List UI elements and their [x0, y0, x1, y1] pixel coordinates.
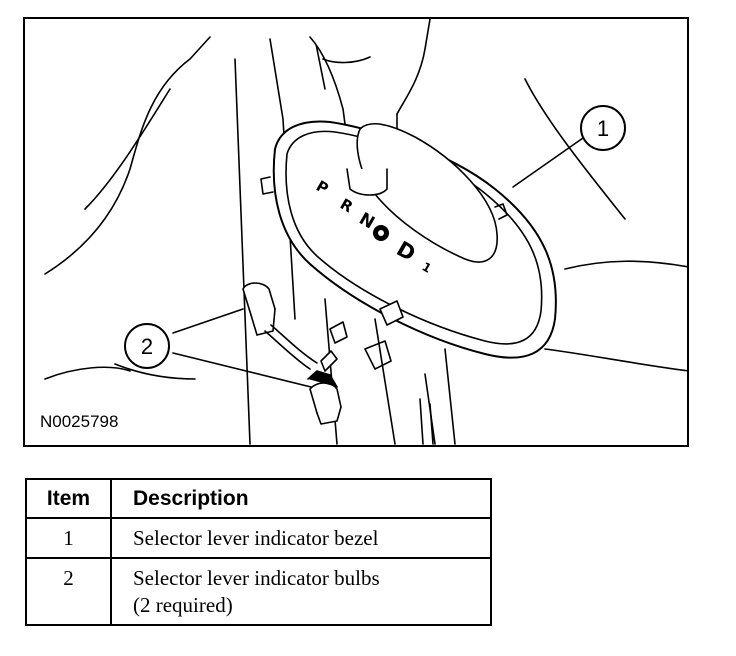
legend-table: Item Description 1 Selector lever indica… [25, 478, 492, 626]
callout-1-circle [580, 105, 626, 151]
callout-1-label: 1 [597, 116, 609, 141]
indicator-bulb-lower [307, 350, 342, 425]
selector-lever-indicator-bezel [272, 120, 557, 359]
header-item: Item [25, 478, 112, 519]
indicator-bulb-upper [242, 282, 318, 370]
illustration-frame: P R N D 1 [23, 17, 689, 447]
description-line: (2 required) [133, 593, 233, 617]
description-line: Selector lever indicator bezel [133, 526, 379, 550]
item-number: 2 [25, 557, 112, 626]
selector-lever-illustration: P R N D 1 [44, 19, 687, 445]
callout-2-circle [124, 323, 170, 369]
legend-header-row: Item Description [25, 478, 492, 519]
item-number: 1 [25, 517, 112, 559]
callout-2-label: 2 [141, 334, 153, 359]
description-line: Selector lever indicator bulbs [133, 566, 380, 590]
header-description: Description [110, 478, 492, 519]
table-row: 2 Selector lever indicator bulbs (2 requ… [25, 557, 492, 626]
table-row: 1 Selector lever indicator bezel [25, 517, 492, 559]
figure-id: N0025798 [40, 412, 119, 431]
item-description: Selector lever indicator bezel [110, 517, 492, 559]
item-description: Selector lever indicator bulbs (2 requir… [110, 557, 492, 626]
